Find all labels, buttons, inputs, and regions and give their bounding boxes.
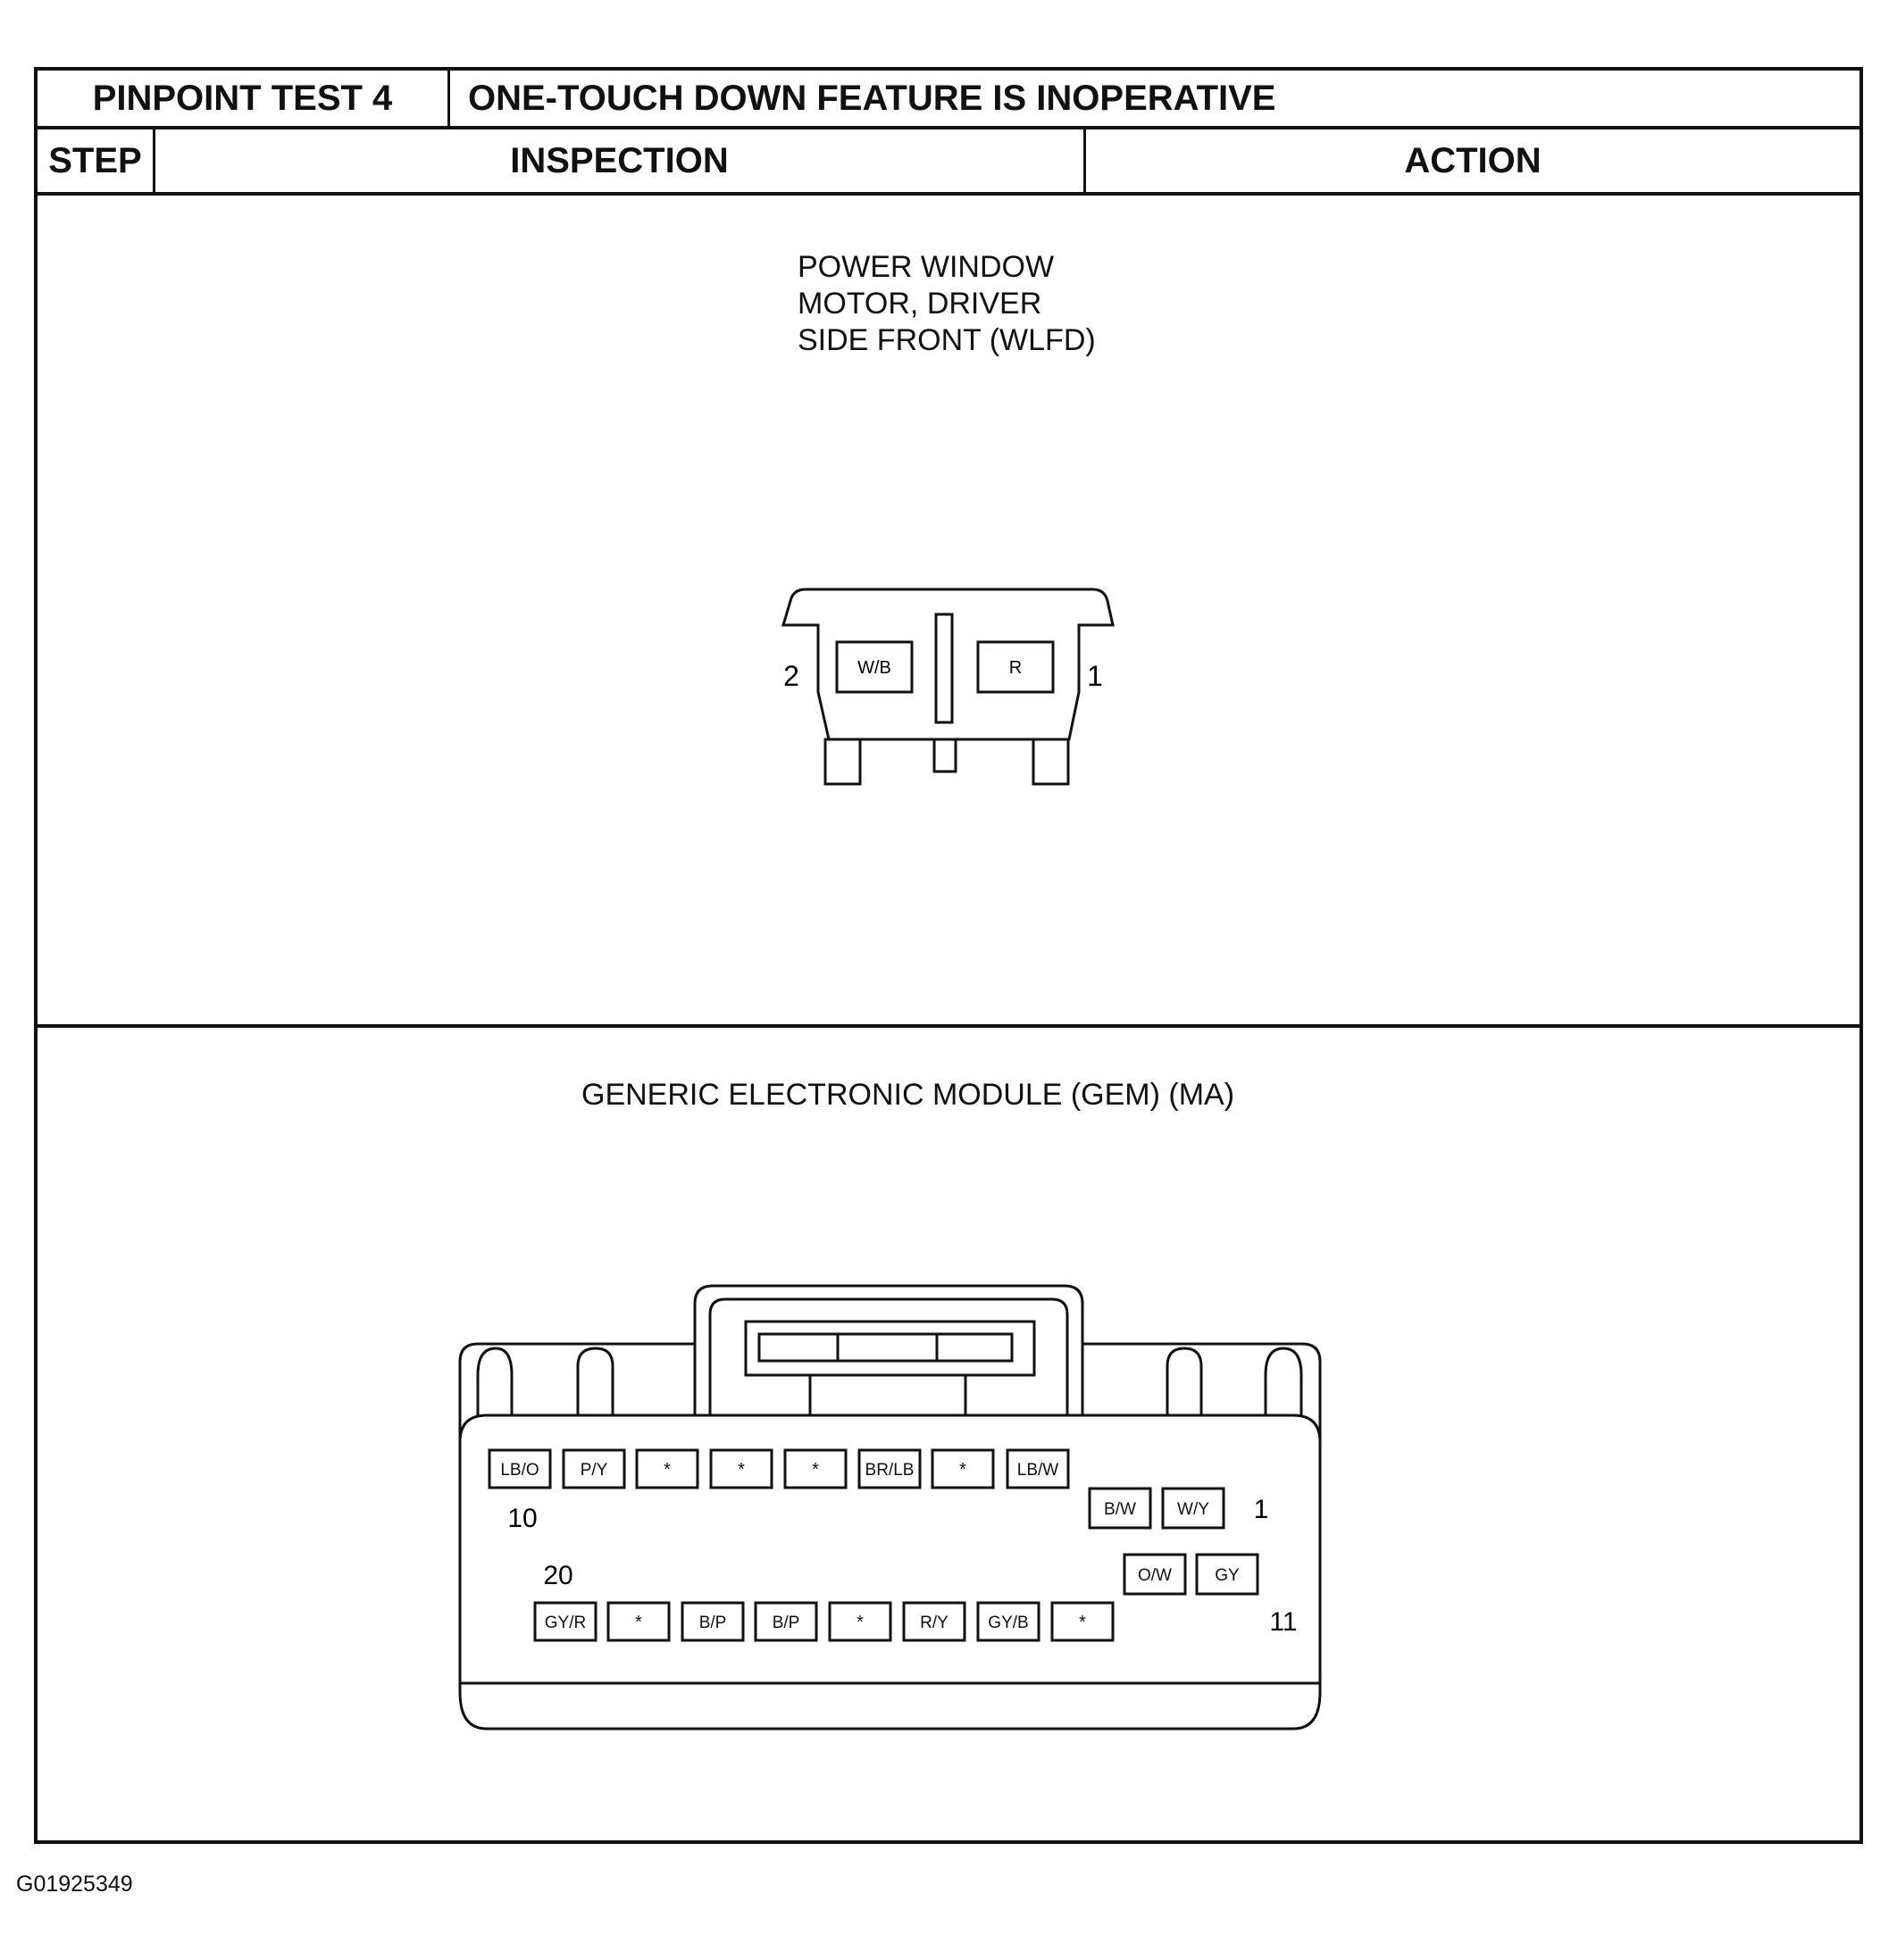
motor-pin-2-box xyxy=(835,640,914,694)
gem-latch-window-outer xyxy=(744,1320,1036,1377)
column-header-row: STEP INSPECTION ACTION xyxy=(38,129,1859,196)
gem-latch-outer xyxy=(693,1284,1084,1415)
gem-pin-wire-label: P/Y xyxy=(581,1461,608,1480)
gem-pin-box xyxy=(902,1601,966,1642)
gem-pin-wire-label: B/P xyxy=(699,1614,727,1632)
gem-post-4 xyxy=(1264,1347,1303,1415)
column-step: STEP xyxy=(38,129,155,192)
title-row: PINPOINT TEST 4 ONE-TOUCH DOWN FEATURE I… xyxy=(38,71,1859,129)
motor-pin-1-box xyxy=(976,640,1055,694)
gem-back-wall-left xyxy=(458,1342,695,1442)
gem-pin-box xyxy=(783,1448,848,1489)
gem-pin-wire-label: * xyxy=(635,1613,642,1632)
gem-pin-wire-label: LB/O xyxy=(500,1461,539,1480)
motor-pin-2-wire: W/B xyxy=(857,658,891,678)
gem-pin-box xyxy=(1050,1601,1115,1642)
gem-pins: LB/O P/Y * * * BR/LB * LB/W B/W W/Y O/W GY GY/R * B/P B… xyxy=(488,1448,1259,1642)
gem-pin-box xyxy=(1195,1553,1259,1596)
gem-pin-wire-label: GY xyxy=(1215,1566,1240,1585)
gem-pin-label-10: 10 xyxy=(507,1504,537,1533)
gem-latch-stem xyxy=(808,1375,967,1415)
motor-pin-1-number: 1 xyxy=(1087,660,1103,692)
gem-back-wall-right xyxy=(1082,1342,1322,1442)
motor-connector-body xyxy=(781,588,1115,741)
gem-pin-wire-label: * xyxy=(1079,1613,1086,1632)
column-inspection: INSPECTION xyxy=(155,129,1086,192)
gem-pin-box xyxy=(754,1601,818,1642)
motor-pin-2-number: 2 xyxy=(783,660,799,692)
gem-pin-wire-label: B/W xyxy=(1104,1500,1136,1519)
gem-housing xyxy=(458,1414,1322,1731)
gem-pin-wire-label: * xyxy=(812,1460,819,1480)
gem-pin-box xyxy=(606,1601,671,1642)
gem-pin-box xyxy=(1006,1448,1070,1489)
pinpoint-test-frame: PINPOINT TEST 4 ONE-TOUCH DOWN FEATURE I… xyxy=(34,67,1863,1844)
gem-connector-title: GENERIC ELECTRONIC MODULE (GEM) (MA) xyxy=(581,1078,1235,1112)
motor-connector-leg-left xyxy=(823,738,862,786)
gem-pin-label-11: 11 xyxy=(1269,1607,1297,1637)
figure-id: G01925349 xyxy=(16,1872,133,1897)
gem-pin-wire-label: LB/W xyxy=(1017,1461,1059,1480)
gem-pin-wire-label: * xyxy=(664,1460,671,1480)
gem-pin-box xyxy=(976,1601,1040,1642)
gem-pin-box xyxy=(931,1448,995,1489)
gem-pin-box xyxy=(857,1448,922,1489)
gem-post-1 xyxy=(476,1347,514,1415)
test-title: ONE-TOUCH DOWN FEATURE IS INOPERATIVE xyxy=(468,78,1276,118)
gem-pin-wire-label: BR/LB xyxy=(865,1461,915,1480)
gem-pin-wire-label: * xyxy=(959,1460,966,1480)
gem-pin-wire-label: * xyxy=(857,1613,864,1632)
section-divider xyxy=(38,1024,1859,1028)
gem-pin-box xyxy=(709,1448,773,1489)
gem-pin-box xyxy=(562,1448,626,1489)
column-action: ACTION xyxy=(1404,140,1542,180)
gem-pin-wire-label: O/W xyxy=(1138,1566,1172,1585)
test-number: PINPOINT TEST 4 xyxy=(38,71,450,126)
gem-pin-box xyxy=(1088,1487,1152,1530)
gem-pin-label-20: 20 xyxy=(543,1561,572,1590)
motor-connector-leg-right xyxy=(1032,738,1070,786)
gem-post-3 xyxy=(1166,1347,1203,1415)
gem-pin-wire-label: R/Y xyxy=(920,1614,948,1632)
gem-pin-box xyxy=(635,1448,699,1489)
gem-pin-box xyxy=(488,1448,552,1489)
motor-connector-leg-center xyxy=(932,738,957,773)
gem-post-2 xyxy=(576,1347,614,1415)
gem-pin-wire-label: W/Y xyxy=(1177,1500,1209,1519)
gem-pin-box xyxy=(533,1601,598,1642)
gem-latch-window-dividers xyxy=(836,1334,939,1361)
gem-pin-box xyxy=(1123,1553,1187,1596)
motor-pin-1-wire: R xyxy=(1009,658,1022,678)
gem-pin-wire-label: GY/B xyxy=(988,1614,1028,1632)
gem-pin-box xyxy=(1161,1487,1225,1530)
gem-pin-box xyxy=(828,1601,892,1642)
gem-pin-box xyxy=(681,1601,745,1642)
motor-connector-title: POWER WINDOW MOTOR, DRIVER SIDE FRONT (W… xyxy=(798,250,1096,357)
gem-latch-inner xyxy=(708,1297,1069,1415)
gem-latch-window-inner xyxy=(757,1332,1014,1363)
gem-pin-wire-label: B/P xyxy=(773,1614,800,1632)
gem-pin-wire-label: GY/R xyxy=(545,1614,586,1632)
gem-pin-wire-label: * xyxy=(738,1460,745,1480)
motor-connector-center-latch xyxy=(934,613,954,724)
gem-pin-label-1: 1 xyxy=(1254,1495,1269,1524)
